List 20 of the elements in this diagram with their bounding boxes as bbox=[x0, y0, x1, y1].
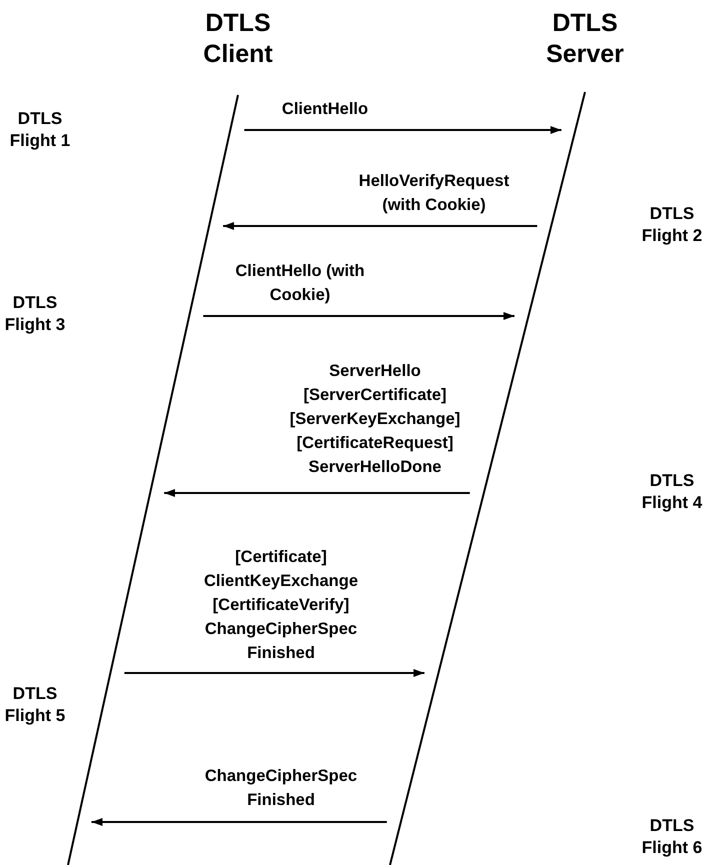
message-label: [Certificate] ClientKeyExchange [CertificateVerify] ChangeCipherSpec Finished bbox=[202, 547, 360, 664]
flight-label: DTLS Flight 4 bbox=[640, 470, 704, 514]
message-arrow bbox=[223, 222, 538, 230]
flight-label: DTLS Flight 1 bbox=[8, 108, 72, 152]
message-label: HelloVerifyRequest (with Cookie) bbox=[358, 171, 510, 216]
message-label: ChangeCipherSpec Finished bbox=[204, 766, 358, 811]
participant-heading: DTLS Server bbox=[515, 8, 655, 69]
message-arrow bbox=[203, 312, 514, 320]
flight-label: DTLS Flight 3 bbox=[4, 292, 66, 336]
participant-heading: DTLS Client bbox=[168, 8, 308, 69]
flight-label: DTLS Flight 2 bbox=[640, 203, 704, 248]
message-label: ClientHello (with Cookie) bbox=[234, 261, 366, 306]
message-label: ClientHello bbox=[280, 99, 370, 120]
message-arrow bbox=[164, 489, 470, 497]
message-arrow bbox=[124, 669, 424, 677]
message-arrow bbox=[244, 126, 562, 134]
message-label: ServerHello [ServerCertificate] [ServerKeyExchange] [CertificateRequest] ServerHelloDone bbox=[288, 361, 462, 478]
message-arrow bbox=[92, 818, 387, 826]
flight-label: DTLS Flight 6 bbox=[640, 815, 704, 860]
flight-label: DTLS Flight 5 bbox=[4, 683, 66, 728]
